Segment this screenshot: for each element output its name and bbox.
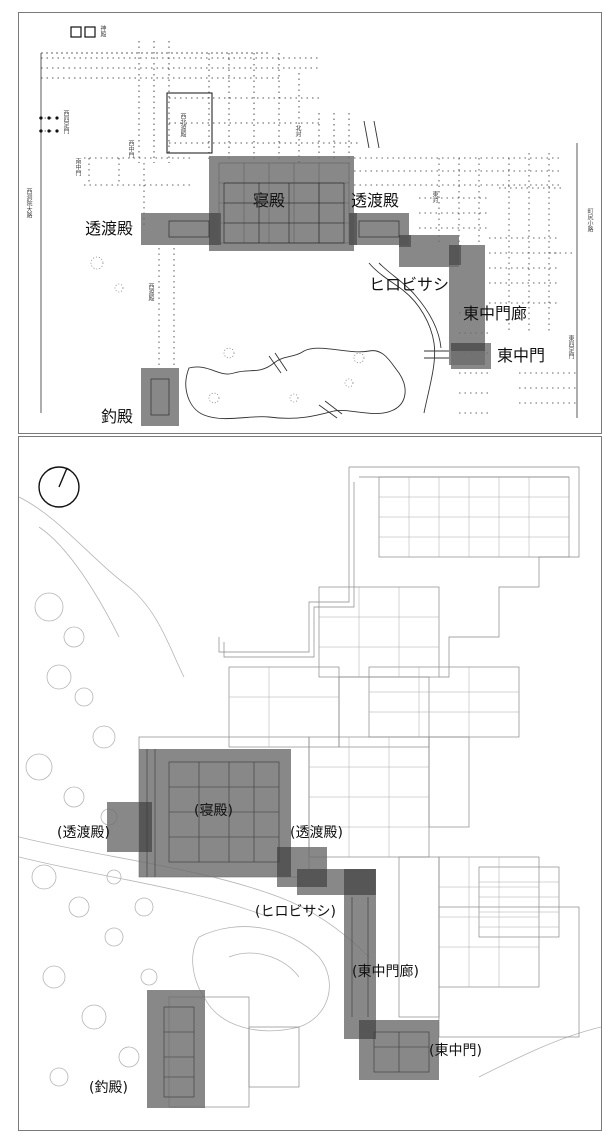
historical-plan-drawing bbox=[39, 26, 579, 426]
shrine-box-icon bbox=[84, 26, 96, 38]
shinden-highlight bbox=[139, 749, 291, 877]
label-tsuridono: (釣殿) bbox=[89, 1080, 128, 1096]
sukiwatadono-west-highlight bbox=[141, 213, 219, 245]
label-sukiwatadono-east: (透渡殿) bbox=[290, 825, 343, 841]
historical-plan-panel: 西洞院大路 町尻小路 西四足門 西中門 南中門 東四足門 西北渡殿 北対 東対 … bbox=[18, 12, 602, 434]
corridor-w-caption: 西北渡殿 bbox=[179, 113, 186, 137]
highlight-overlaps bbox=[209, 213, 485, 351]
tsuridono-highlight bbox=[147, 990, 205, 1108]
shrine-box-icon bbox=[70, 26, 82, 38]
highlight-detail bbox=[146, 749, 430, 1098]
label-sukiwatadono-east: 透渡殿 bbox=[351, 191, 400, 210]
north-ta-caption: 北対 bbox=[294, 125, 301, 137]
left-road-caption: 西洞院大路 bbox=[25, 188, 32, 218]
label-shinden: (寝殿) bbox=[194, 803, 233, 819]
shrine-caption: 神殿 bbox=[99, 25, 106, 37]
west-ro-caption: 西渡殿 bbox=[147, 283, 154, 301]
higashichumon-ro-highlight bbox=[344, 869, 376, 1039]
label-higashichumon-ro: 東中門廊 bbox=[463, 304, 528, 323]
pillar-grid-north bbox=[41, 41, 359, 163]
present-plan-panel: (透渡殿) (寝殿) (透渡殿) (ヒロビサシ) (東中門廊) (東中門) (釣… bbox=[18, 436, 602, 1131]
present-plan-drawing bbox=[19, 466, 601, 1108]
label-higashichumon-ro: (東中門廊) bbox=[352, 964, 419, 980]
label-shinden: 寝殿 bbox=[253, 191, 286, 210]
south-gate-caption: 南中門 bbox=[74, 158, 81, 176]
highlight-detail bbox=[150, 182, 400, 416]
right-road-caption: 町尻小路 bbox=[586, 208, 593, 232]
west-gate-caption: 西四足門 bbox=[62, 110, 69, 134]
tsuridono-highlight bbox=[141, 368, 179, 426]
label-sukiwatadono-west: 透渡殿 bbox=[85, 219, 134, 238]
pond-outline bbox=[185, 120, 449, 420]
pillar-dots-left bbox=[39, 116, 59, 133]
east-gate-caption: 東四足門 bbox=[567, 335, 574, 359]
tree-marks bbox=[90, 256, 365, 404]
pillar-grid-east bbox=[354, 153, 579, 414]
shinden-highlight bbox=[209, 156, 354, 251]
east-ta-caption: 東対 bbox=[431, 191, 438, 203]
landscape-linework bbox=[19, 496, 601, 1087]
highlight-overlaps bbox=[139, 802, 376, 1039]
label-higashichumon: 東中門 bbox=[497, 346, 546, 365]
label-hirobisashi: ヒロビサシ bbox=[369, 275, 450, 294]
west-chumon-caption: 西中門 bbox=[127, 140, 134, 158]
label-sukiwatadono-west: (透渡殿) bbox=[57, 825, 110, 841]
compass-icon bbox=[38, 466, 80, 508]
building-interior-lines bbox=[229, 477, 569, 987]
label-tsuridono: 釣殿 bbox=[101, 407, 134, 426]
label-higashichumon: (東中門) bbox=[429, 1043, 482, 1059]
highlight-areas bbox=[107, 749, 439, 1108]
label-hirobisashi: (ヒロビサシ) bbox=[255, 904, 336, 920]
